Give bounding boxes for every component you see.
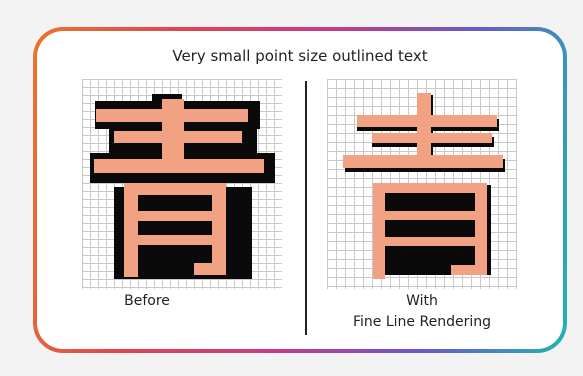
after-caption-line2: Fine Line Rendering (327, 312, 517, 333)
after-caption-line1: With (327, 291, 517, 312)
before-panel: Before (82, 79, 282, 289)
before-glyph (82, 79, 282, 289)
after-caption: With Fine Line Rendering (327, 291, 517, 333)
after-panel: With Fine Line Rendering (327, 79, 517, 289)
gradient-frame: Very small point size outlined text (33, 27, 567, 353)
card-title: Very small point size outlined text (37, 47, 563, 65)
comparison-card: Very small point size outlined text (37, 31, 563, 349)
panel-divider (305, 81, 307, 335)
before-caption: Before (82, 291, 212, 312)
after-glyph (327, 79, 517, 289)
